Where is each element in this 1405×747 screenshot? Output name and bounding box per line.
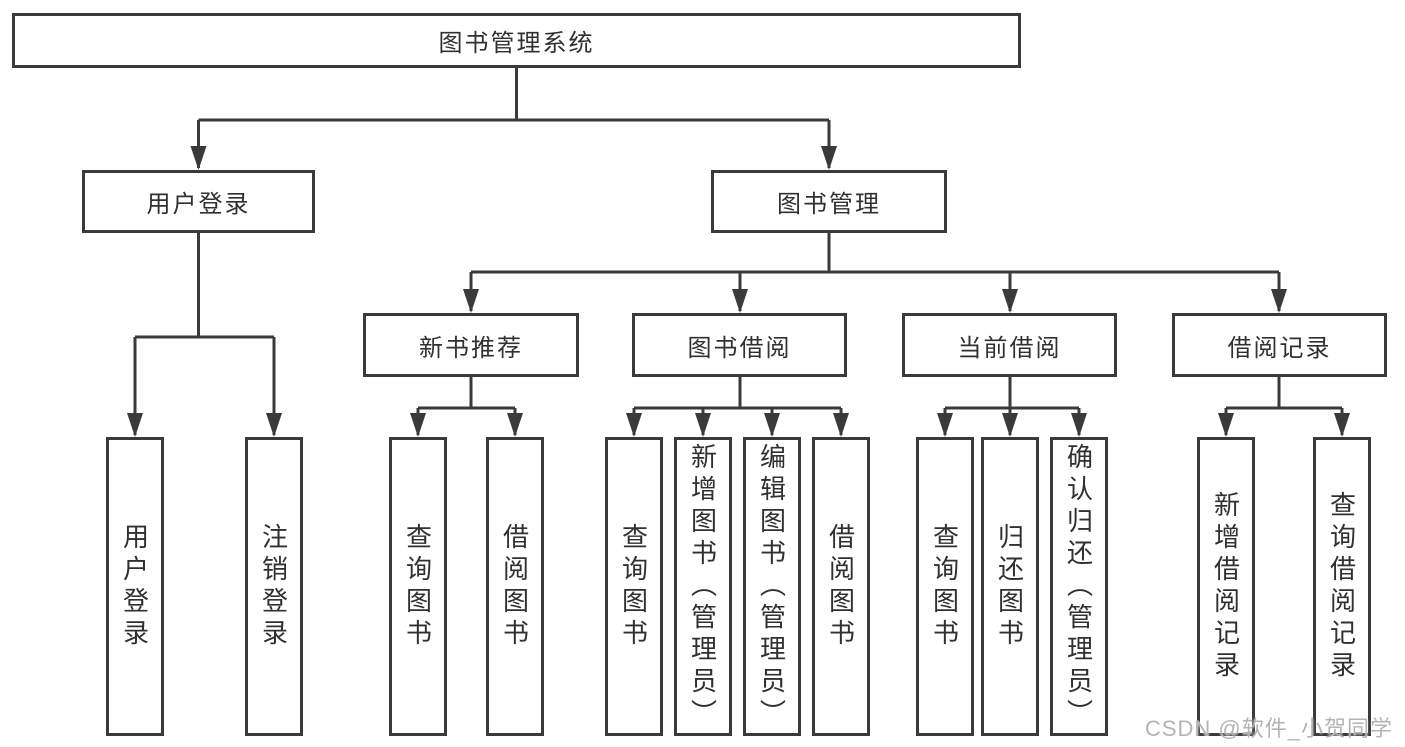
leaf-query-books-current: 查询图书 <box>916 437 974 736</box>
leaf-query-books-newbooks: 查询图书 <box>389 437 447 736</box>
leaf-label: 确认归还（管理员） <box>1063 442 1094 731</box>
leaf-return-books: 归还图书 <box>981 437 1039 736</box>
leaf-label: 注销登录 <box>258 522 289 651</box>
node-label: 新书推荐 <box>419 334 523 362</box>
node-borrowing-records: 借阅记录 <box>1172 313 1387 377</box>
leaf-edit-books-admin: 编辑图书（管理员） <box>743 437 801 736</box>
leaf-borrow-books-borrowing: 借阅图书 <box>812 437 870 736</box>
leaf-confirm-return-admin: 确认归还（管理员） <box>1050 437 1108 736</box>
connector-root-to-level2 <box>197 68 831 168</box>
node-label: 借阅记录 <box>1227 334 1332 362</box>
node-label: 图书管理 <box>777 191 881 218</box>
node-label: 图书管理系统 <box>438 30 595 57</box>
node-current-borrowing: 当前借阅 <box>902 313 1117 377</box>
leaf-label: 借阅图书 <box>825 522 856 651</box>
node-library-management-system: 图书管理系统 <box>12 13 1021 68</box>
node-user-login: 用户登录 <box>82 170 315 233</box>
connector-borrowing-records-to-leaves <box>1224 377 1344 435</box>
leaf-label: 编辑图书（管理员） <box>756 442 787 731</box>
leaf-logout: 注销登录 <box>245 437 303 736</box>
node-label: 当前借阅 <box>957 334 1062 362</box>
leaf-user-login: 用户登录 <box>106 437 164 736</box>
leaf-label: 新增借阅记录 <box>1210 490 1241 683</box>
connector-book-management-to-level3 <box>469 233 1281 311</box>
leaf-label: 借阅图书 <box>499 522 530 651</box>
connector-new-book-recommend-to-leaves <box>416 377 517 435</box>
arrowheads <box>127 146 1350 437</box>
watermark-text: CSDN @软件_小贺同学 <box>1144 716 1393 741</box>
leaf-borrow-books-newbooks: 借阅图书 <box>486 437 544 736</box>
leaf-add-borrow-record: 新增借阅记录 <box>1197 437 1255 736</box>
connector-book-borrowing-to-leaves <box>632 377 843 435</box>
node-book-management: 图书管理 <box>711 170 947 233</box>
leaf-label: 用户登录 <box>119 522 150 651</box>
leaf-query-borrow-record: 查询借阅记录 <box>1313 437 1371 736</box>
node-label: 图书借阅 <box>687 334 792 362</box>
node-new-book-recommendation: 新书推荐 <box>363 313 579 377</box>
node-book-borrowing: 图书借阅 <box>632 313 847 377</box>
leaf-label: 查询借阅记录 <box>1326 490 1357 683</box>
leaf-query-books-borrowing: 查询图书 <box>605 437 663 736</box>
leaf-label: 归还图书 <box>994 522 1025 651</box>
connector-user-login-to-leaves <box>133 233 276 435</box>
leaf-add-books-admin: 新增图书（管理员） <box>674 437 732 736</box>
leaf-label: 查询图书 <box>402 522 433 651</box>
leaf-label: 查询图书 <box>618 522 649 651</box>
leaf-label: 查询图书 <box>929 522 960 651</box>
node-label: 用户登录 <box>146 191 251 218</box>
leaf-label: 新增图书（管理员） <box>687 442 718 731</box>
